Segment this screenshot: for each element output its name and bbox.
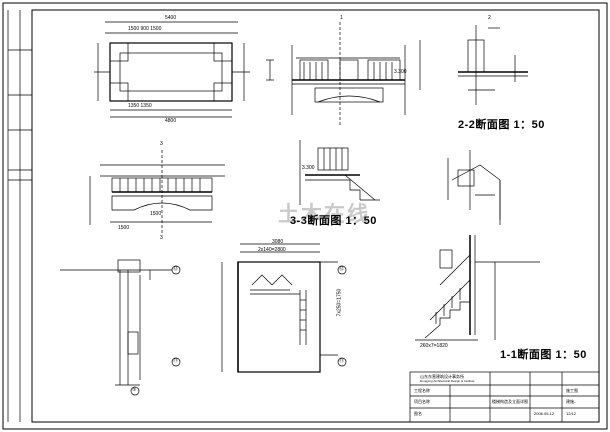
axis-12-b: ⑫ bbox=[339, 266, 345, 272]
section-marker-3b: 3 bbox=[160, 235, 163, 241]
inner-frame bbox=[31, 9, 600, 423]
plan-view-top bbox=[94, 21, 250, 118]
dim-left-bottom: 1500 bbox=[118, 225, 130, 231]
tb-code: 建施- bbox=[566, 399, 576, 404]
dim-plan-bottom: 4800 bbox=[165, 118, 177, 124]
section-3-3-drawing bbox=[299, 140, 380, 205]
dim-stair-side: 7x250=1750 bbox=[336, 288, 343, 317]
section-2-2-title: 2-2断面图 1：50 bbox=[458, 119, 545, 131]
dim-level-2: 3.300 bbox=[302, 165, 315, 171]
tb-row-1: 项目名称 bbox=[414, 399, 430, 404]
axis-11-a: ⑪ bbox=[173, 358, 179, 364]
left-strip bbox=[7, 10, 32, 422]
tb-row-0: 工程名称 bbox=[414, 388, 430, 393]
detail-bottom-left bbox=[60, 259, 181, 396]
section-1-1-drawing bbox=[415, 235, 540, 341]
axis-5: ⑤ bbox=[132, 387, 137, 393]
section-marker-1: 1 bbox=[340, 15, 343, 21]
tb-stage: 施工图 bbox=[566, 388, 578, 393]
tb-number: 12/12 bbox=[566, 411, 577, 416]
section-1-1-title: 1-1断面图 1：50 bbox=[500, 349, 587, 361]
dim-plan-bottom-segs: 1350 1350 bbox=[128, 103, 152, 109]
dim-plan-top: 5400 bbox=[165, 15, 177, 21]
watermark: 土木在线 bbox=[278, 203, 370, 226]
tb-company-en: Dongying Architectural Design & Institut… bbox=[420, 379, 475, 383]
title-block-frame bbox=[409, 371, 600, 423]
elevation-1 bbox=[266, 22, 421, 125]
section-marker-3: 3 bbox=[160, 141, 163, 147]
dim-stair-top2: 2x140=2800 bbox=[258, 247, 286, 253]
dim-stair-top: 3080 bbox=[272, 239, 284, 245]
elevation-2 bbox=[89, 150, 225, 235]
axis-12-a: ⑫ bbox=[173, 266, 179, 272]
tb-date: 2006.05.12 bbox=[534, 411, 555, 416]
axis-11-b: ⑪ bbox=[339, 358, 345, 364]
dim-level-1: 3.300 bbox=[394, 69, 407, 75]
stair-plan bbox=[221, 243, 347, 373]
tb-drawing-name: 楼梯构造及立面详图 bbox=[492, 399, 528, 404]
section-marker-2: 2 bbox=[488, 15, 491, 21]
dim-bottom: 260x7=1820 bbox=[420, 343, 448, 349]
section-3-3-title: 3-3断面图 1：50 bbox=[290, 215, 377, 227]
tb-company: 山东东营建筑设计事务所 bbox=[420, 374, 464, 379]
dim-left-span: 1500 bbox=[150, 211, 162, 217]
section-right-middle bbox=[447, 150, 501, 225]
tb-row-2: 图名 bbox=[414, 411, 422, 416]
dim-plan-top-segs: 1500 900 1500 bbox=[128, 26, 162, 32]
section-2-2-drawing bbox=[458, 25, 528, 105]
